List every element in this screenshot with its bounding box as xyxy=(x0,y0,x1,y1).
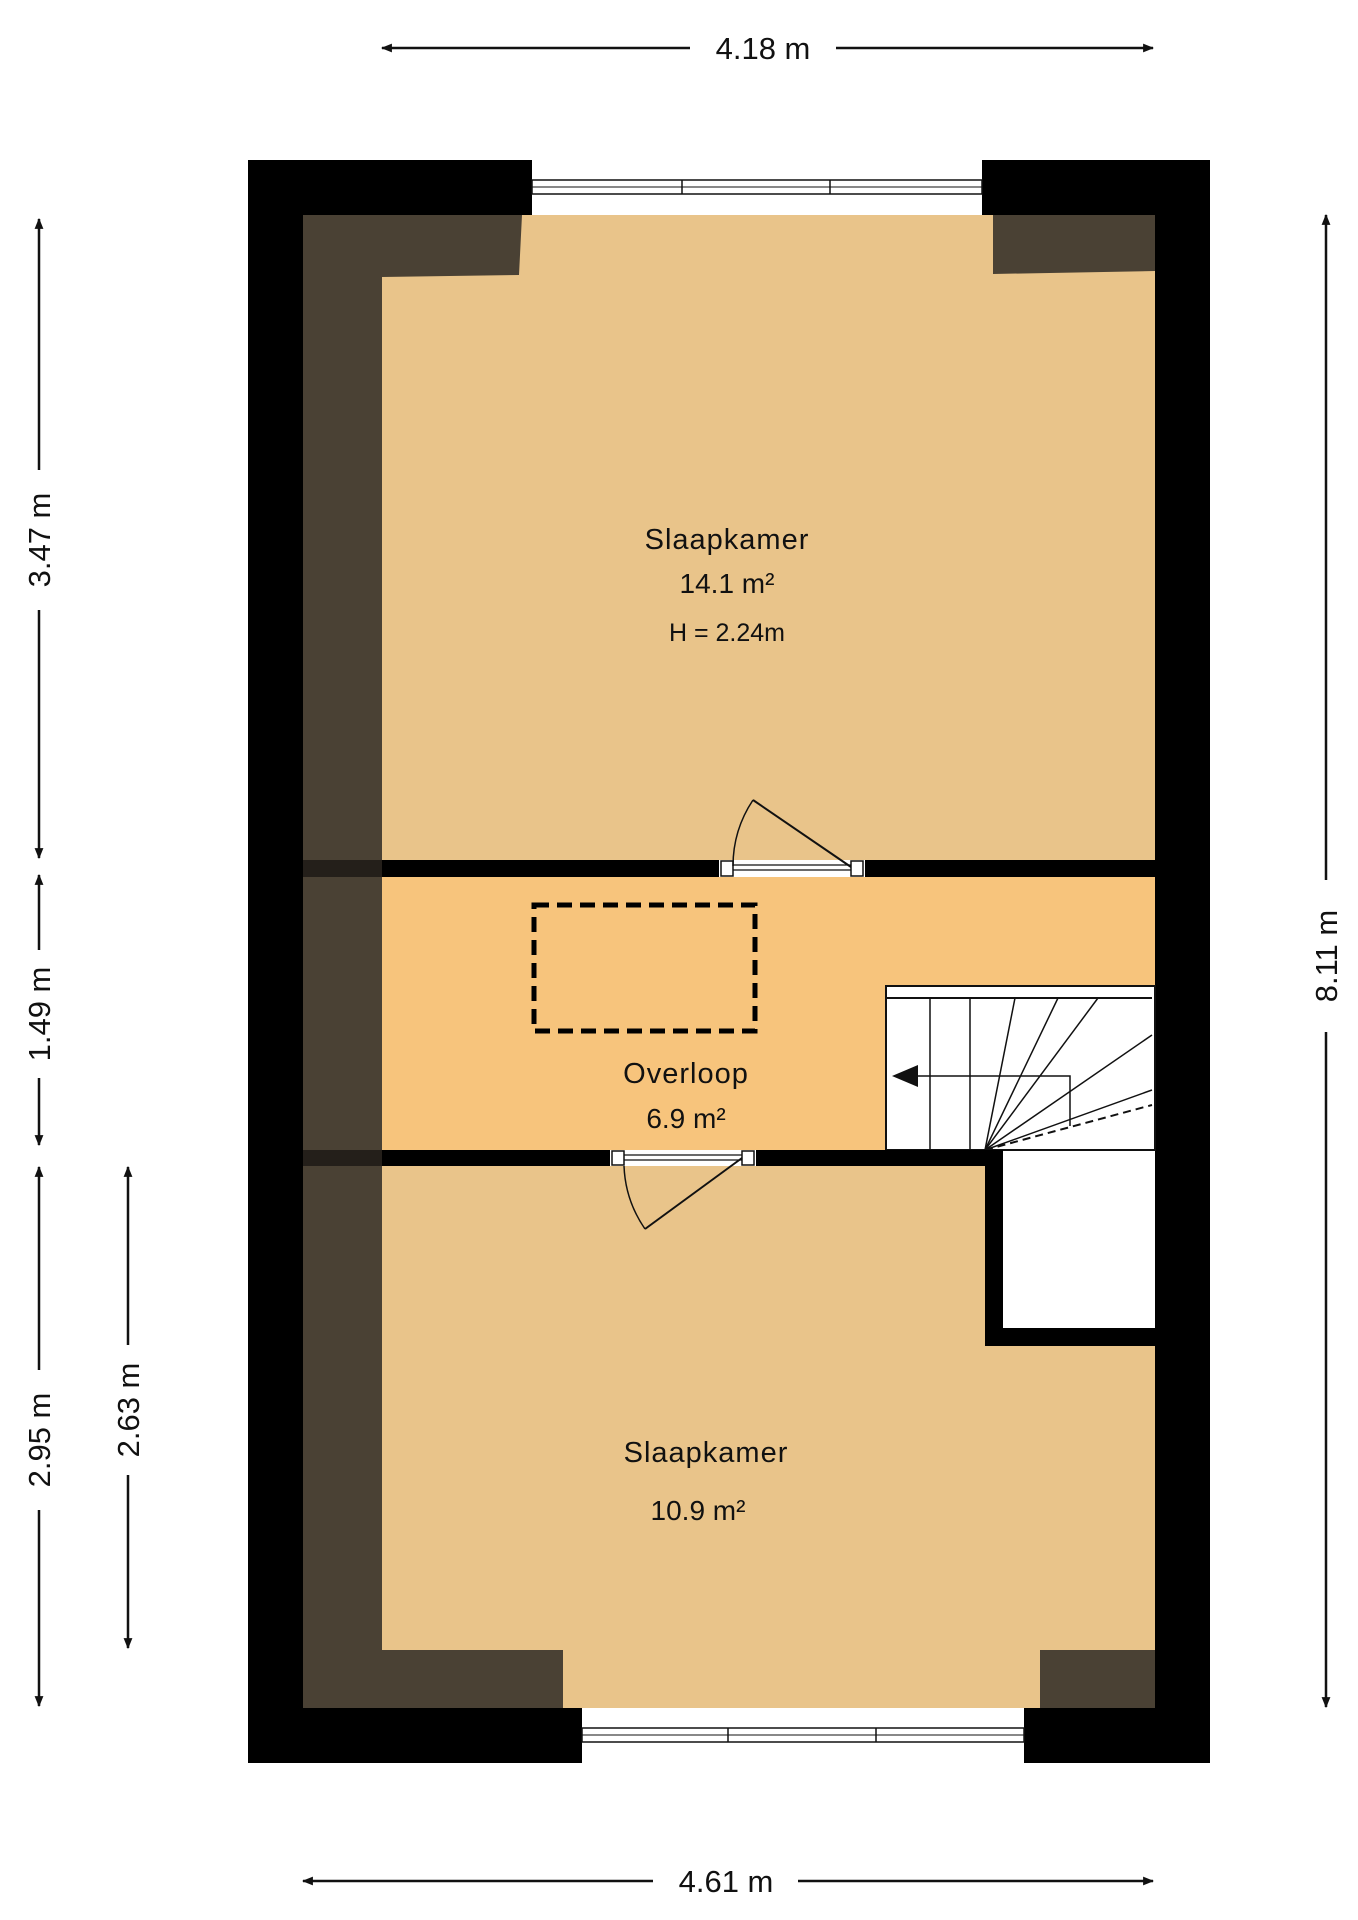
bedroom-top-name: Slaapkamer xyxy=(645,524,810,556)
stair-direction-arrow xyxy=(892,1065,918,1087)
dimension-left-top-label: 3.47 m xyxy=(22,493,57,588)
dimension-top: 4.18 m xyxy=(380,31,1155,66)
dimension-left-middle-label: 1.49 m xyxy=(22,967,57,1062)
door-top-bedroom xyxy=(719,799,865,877)
dimension-right: 8.11 m xyxy=(1309,213,1344,1709)
dimension-left-middle: 1.49 m xyxy=(22,873,57,1147)
bedroom-top-floor xyxy=(303,215,1155,860)
dimension-left-bottom: 2.95 m xyxy=(22,1165,57,1708)
bedroom-bottom-name: Slaapkamer xyxy=(624,1437,789,1469)
dimension-top-label: 4.18 m xyxy=(716,31,811,66)
landing-name: Overloop xyxy=(623,1058,749,1090)
slope-shade-top-right xyxy=(993,215,1155,274)
attic-hatch xyxy=(531,902,758,1034)
dimension-left-inner-label: 2.63 m xyxy=(111,1363,146,1458)
bedroom-top-area: 14.1 m² xyxy=(680,568,775,599)
bedroom-bottom-area: 10.9 m² xyxy=(651,1495,746,1526)
window-bottom xyxy=(581,1708,1025,1763)
slope-shade-top-left xyxy=(303,215,522,860)
window-top xyxy=(531,160,983,215)
slope-shade-bottom-right xyxy=(1040,1650,1155,1708)
stair-void xyxy=(1002,1150,1155,1328)
dimension-left-bottom-label: 2.95 m xyxy=(22,1393,57,1488)
stair-void-wall xyxy=(985,1150,1155,1346)
slope-shade-landing-left xyxy=(303,877,382,1150)
dimension-bottom: 4.61 m xyxy=(301,1864,1155,1899)
wall-on-shade-top xyxy=(303,860,382,877)
wall-on-shade-bottom xyxy=(303,1150,382,1166)
dimension-left-inner: 2.63 m xyxy=(111,1165,146,1650)
staircase xyxy=(885,985,1156,1151)
dimension-left-top: 3.47 m xyxy=(22,217,57,860)
dimension-bottom-label: 4.61 m xyxy=(679,1864,774,1899)
dimension-right-label: 8.11 m xyxy=(1309,910,1344,1002)
landing-area: 6.9 m² xyxy=(646,1103,725,1134)
slope-shade-bottom-left xyxy=(303,1166,563,1708)
door-bottom-bedroom xyxy=(610,1150,756,1230)
bedroom-top-height: H = 2.24m xyxy=(669,619,785,647)
